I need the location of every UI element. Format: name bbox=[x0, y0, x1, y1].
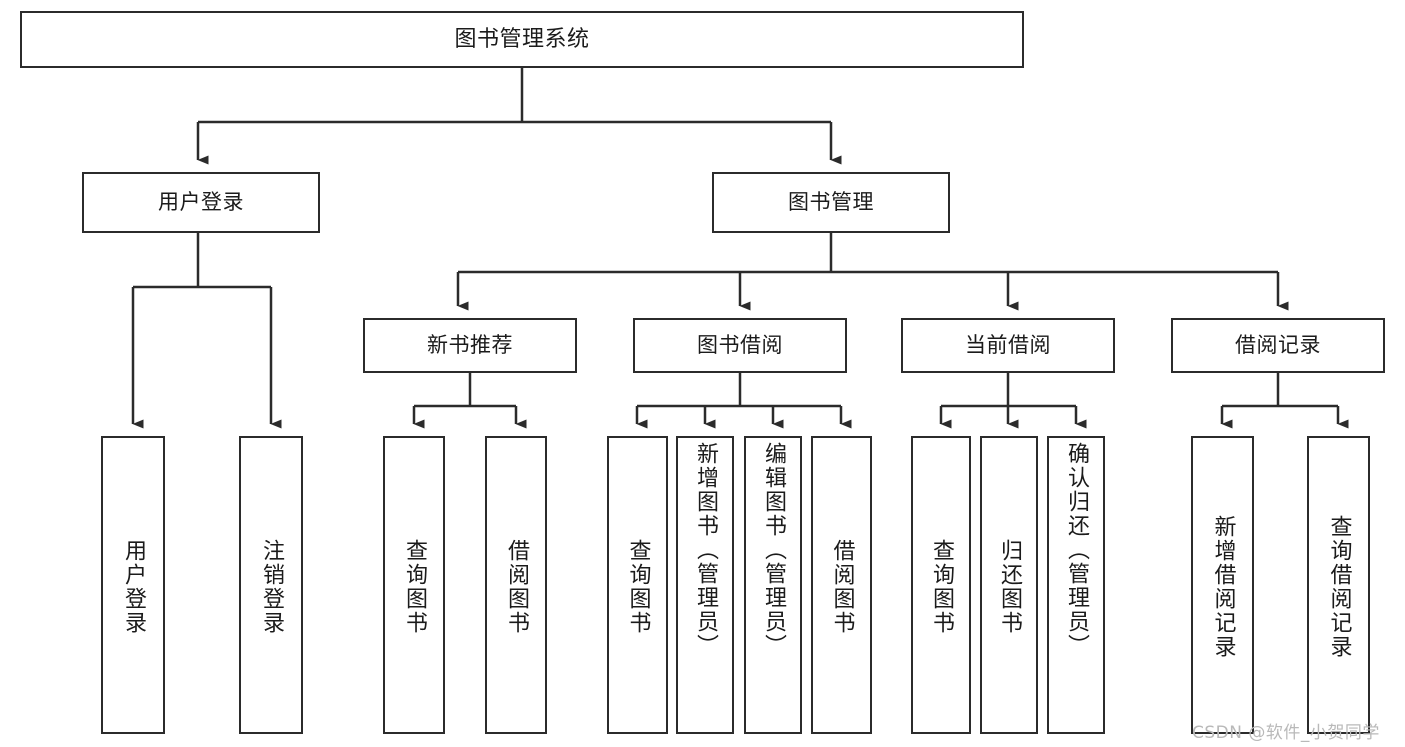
node-label: 用户登录 bbox=[121, 539, 146, 635]
leaf-borrow-book-recommend[interactable]: 借阅图书 bbox=[485, 436, 547, 734]
node-label: 注销登录 bbox=[259, 539, 284, 635]
node-label: 查询图书 bbox=[625, 539, 651, 635]
node-label: 归还图书 bbox=[997, 539, 1022, 635]
node-label: 编辑图书（管理员） bbox=[761, 442, 786, 658]
leaf-query-book-recommend[interactable]: 查询图书 bbox=[383, 436, 445, 734]
node-book-borrow[interactable]: 图书借阅 bbox=[633, 318, 847, 373]
leaf-query-book-current[interactable]: 查询图书 bbox=[911, 436, 971, 734]
node-label: 新增借阅记录 bbox=[1210, 515, 1236, 659]
leaf-logout[interactable]: 注销登录 bbox=[239, 436, 303, 734]
leaf-query-book-borrow[interactable]: 查询图书 bbox=[607, 436, 668, 734]
leaf-confirm-return-admin[interactable]: 确认归还（管理员） bbox=[1047, 436, 1105, 734]
node-label: 新增图书（管理员） bbox=[693, 442, 718, 658]
node-label: 借阅图书 bbox=[829, 539, 855, 635]
node-label: 图书管理 bbox=[788, 190, 874, 215]
leaf-return-book[interactable]: 归还图书 bbox=[980, 436, 1038, 734]
leaf-edit-book-admin[interactable]: 编辑图书（管理员） bbox=[744, 436, 802, 734]
csdn-watermark: CSDN @软件_小贺同学 bbox=[1192, 723, 1380, 743]
node-label: 借阅记录 bbox=[1235, 333, 1321, 358]
node-label: 图书借阅 bbox=[697, 333, 783, 358]
node-book-management[interactable]: 图书管理 bbox=[712, 172, 950, 233]
node-label: 查询图书 bbox=[402, 539, 427, 635]
node-label: 新书推荐 bbox=[427, 333, 513, 358]
node-label: 确认归还（管理员） bbox=[1064, 442, 1089, 658]
leaf-add-borrow-record[interactable]: 新增借阅记录 bbox=[1191, 436, 1254, 734]
node-label: 用户登录 bbox=[158, 190, 244, 215]
leaf-borrow-book[interactable]: 借阅图书 bbox=[811, 436, 872, 734]
node-borrow-record[interactable]: 借阅记录 bbox=[1171, 318, 1385, 373]
leaf-query-borrow-record[interactable]: 查询借阅记录 bbox=[1307, 436, 1370, 734]
node-new-book-recommend[interactable]: 新书推荐 bbox=[363, 318, 577, 373]
node-label: 查询图书 bbox=[929, 539, 954, 635]
node-label: 图书管理系统 bbox=[454, 26, 590, 52]
node-label: 查询借阅记录 bbox=[1326, 515, 1352, 659]
node-current-borrow[interactable]: 当前借阅 bbox=[901, 318, 1115, 373]
node-label: 借阅图书 bbox=[504, 539, 529, 635]
leaf-add-book-admin[interactable]: 新增图书（管理员） bbox=[676, 436, 734, 734]
leaf-user-login[interactable]: 用户登录 bbox=[101, 436, 165, 734]
node-user-login[interactable]: 用户登录 bbox=[82, 172, 320, 233]
node-label: 当前借阅 bbox=[965, 333, 1051, 358]
node-book-management-system[interactable]: 图书管理系统 bbox=[20, 11, 1024, 68]
